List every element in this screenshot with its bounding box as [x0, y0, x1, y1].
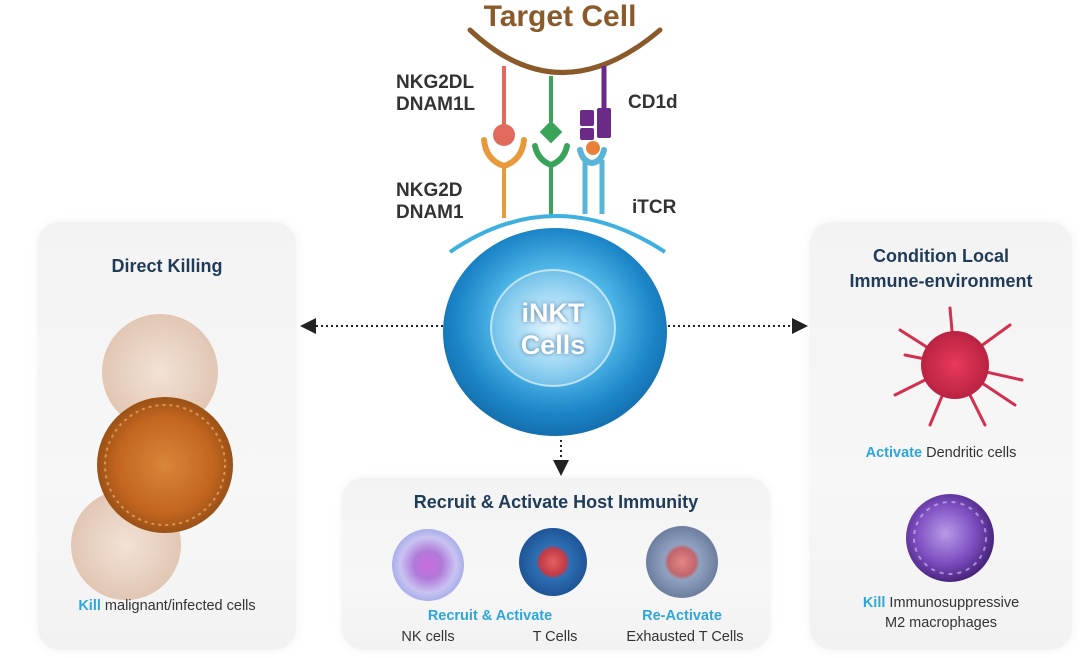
tumor-cell [97, 397, 233, 533]
target-cell-membrane [467, 27, 663, 75]
cd1d-block-1 [580, 110, 594, 126]
dendritic-cell [893, 306, 1024, 427]
direct-killing-title: Direct Killing [111, 256, 223, 276]
recruit-title: Recruit & Activate Host Immunity [413, 492, 699, 512]
cd1d-block-2 [597, 108, 611, 138]
cd1d-block-3 [580, 128, 594, 140]
direct-killing-caption: Kill malignant/infected cells [38, 598, 296, 614]
inkt-cell-nucleus [490, 269, 616, 387]
dnam1-receptor [532, 143, 570, 169]
macrophage-texture [913, 501, 987, 575]
kill-highlight: Kill [78, 598, 101, 614]
tumor-cell-texture [104, 404, 226, 526]
dendritic-caption: Activate Dendritic cells [810, 445, 1072, 461]
kill-highlight-right: Kill [862, 595, 886, 611]
ligand-label-right: CD1d [628, 92, 678, 113]
dendritic-caption-rest: Dendritic cells [926, 445, 1017, 461]
dnam1l-ligand [539, 120, 563, 144]
target-cell-title: Target Cell [483, 0, 637, 33]
nkg2dl-ligand [493, 124, 515, 146]
inkt-label-line2: Cells [520, 330, 586, 360]
antigen-dot [586, 141, 600, 155]
t-cell [519, 528, 587, 596]
ligand-label-left-1: NKG2DL [396, 72, 475, 93]
t-cells-label: T Cells [532, 629, 578, 645]
ligand-label-left-2: DNAM1L [396, 94, 476, 115]
macrophage-caption-rest: Immunosuppressive [889, 595, 1020, 611]
receptor-label-right: iTCR [632, 197, 677, 218]
exhausted-t-cell [646, 526, 718, 598]
activate-highlight: Activate [865, 445, 923, 461]
macrophage-cell [906, 494, 994, 582]
exhausted-t-cells-label: Exhausted T Cells [626, 629, 744, 645]
receptor-label-left-2: DNAM1 [396, 202, 464, 223]
macrophage-caption-line1: Kill Immunosuppressive [810, 595, 1072, 611]
condition-title-line1: Condition Local [873, 246, 1009, 266]
receptor-label-left-1: NKG2D [396, 180, 463, 201]
inkt-membrane-arc [448, 214, 667, 254]
recruit-activate-label: Recruit & Activate [427, 608, 553, 624]
itcr-receptor [577, 147, 607, 167]
nk-cells-label: NK cells [401, 629, 455, 645]
kill-caption-rest: malignant/infected cells [104, 598, 256, 614]
macrophage-caption-line2: M2 macrophages [884, 615, 998, 631]
nk-cell [392, 529, 464, 601]
condition-title-line2: Immune-environment [849, 271, 1033, 291]
inkt-label-line1: iNKT [521, 298, 585, 328]
pale-cell-top [102, 314, 218, 430]
reactivate-label: Re-Activate [642, 608, 722, 624]
